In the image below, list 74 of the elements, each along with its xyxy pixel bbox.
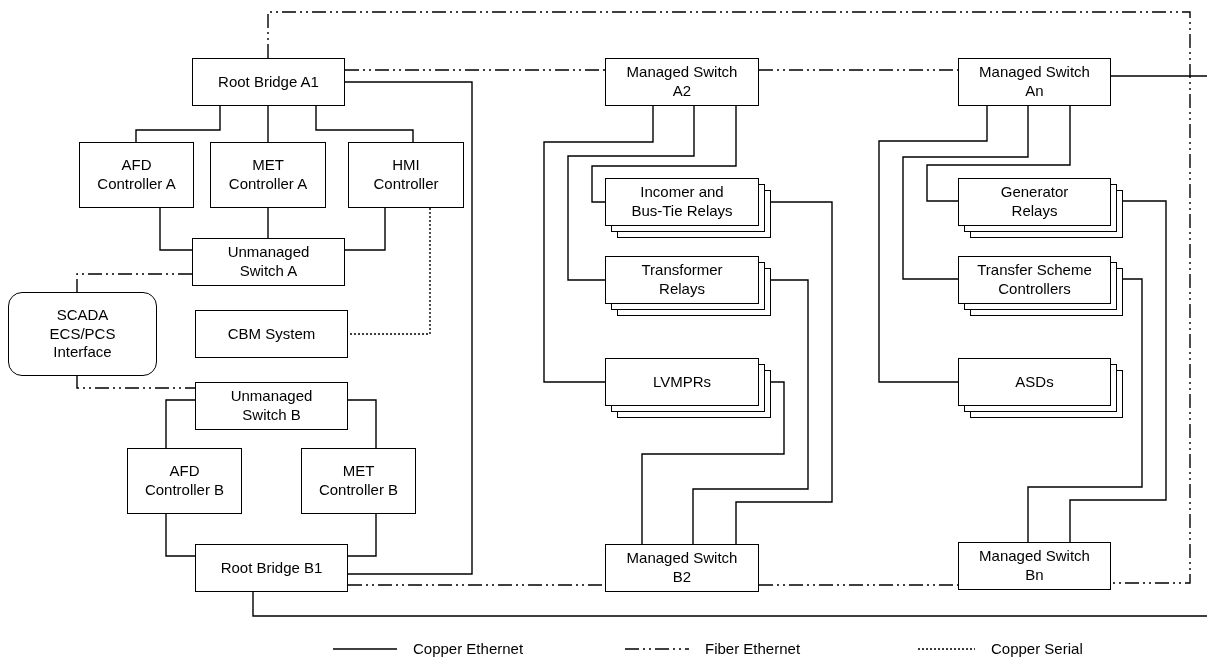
connector-line (165, 513, 196, 557)
connector-line (159, 207, 193, 251)
legend-label: Copper Ethernet (413, 639, 524, 658)
connector-line (267, 105, 269, 143)
stacked-device-box (958, 256, 1123, 316)
node-label: HMI Controller (372, 156, 440, 194)
connector-line (878, 105, 988, 383)
connector-line (567, 105, 695, 281)
node-label: AFD Controller B (143, 462, 226, 500)
node-label: Incomer and Bus-Tie Relays (630, 183, 734, 221)
node-label: AFD Controller A (96, 156, 177, 194)
connector-line (591, 105, 737, 203)
device-box (79, 142, 194, 208)
device-box (605, 58, 759, 106)
node-label: Unmanaged Switch B (229, 387, 314, 425)
node-label: CBM System (227, 324, 316, 344)
connector-line (692, 279, 809, 545)
device-box (958, 58, 1111, 106)
connector-line (926, 105, 1071, 202)
device-box (195, 544, 348, 592)
stacked-device-box (605, 358, 771, 418)
legend-label: Fiber Ethernet (705, 639, 801, 658)
node-label: Managed Switch An (978, 63, 1091, 101)
connector-line (641, 381, 785, 545)
stacked-device-box (958, 358, 1123, 418)
device-box (195, 310, 348, 358)
node-label: Transformer Relays (640, 261, 724, 299)
connector-line (1110, 75, 1207, 77)
connector-line (135, 105, 221, 143)
device-box (301, 448, 416, 514)
connector-line (315, 105, 414, 143)
connector-line (76, 375, 196, 389)
node-label: MET Controller B (317, 462, 400, 500)
connector-line (344, 69, 606, 71)
device-box (127, 448, 242, 514)
device-box (195, 382, 348, 430)
connector-line (543, 105, 654, 383)
node-label: Generator Relays (999, 183, 1070, 221)
device-box (210, 142, 326, 208)
node-label: SCADA ECS/PCS Interface (48, 305, 117, 363)
legend-label: Copper Serial (991, 639, 1083, 658)
interface-box (8, 292, 157, 376)
node-label: Managed Switch Bn (978, 547, 1091, 585)
stacked-device-box (605, 178, 771, 238)
connector-line (1069, 200, 1167, 543)
node-label: ASDs (1015, 372, 1054, 392)
node-label: Transfer Scheme Controllers (976, 261, 1093, 299)
connector-line (344, 207, 386, 251)
connector-line (165, 399, 196, 449)
node-label: Root Bridge A1 (218, 72, 319, 92)
connector-line (347, 513, 377, 557)
connector-line (735, 201, 833, 545)
stacked-device-box (605, 256, 771, 316)
node-label: LVMPRs (652, 372, 712, 392)
connector-line (347, 399, 377, 449)
stacked-device-box (958, 178, 1123, 238)
device-box (605, 544, 759, 592)
node-label: MET Controller A (227, 156, 309, 194)
connector-line (902, 105, 1029, 280)
connector-line (1027, 278, 1143, 543)
node-label: Managed Switch A2 (625, 63, 739, 101)
node-label: Managed Switch B2 (625, 549, 739, 587)
device-box (192, 238, 345, 286)
connector-line (344, 81, 473, 575)
node-label: Unmanaged Switch A (226, 243, 311, 281)
connector-line (347, 207, 431, 335)
connector-line (76, 273, 193, 293)
device-box (348, 142, 464, 208)
node-label: Root Bridge B1 (220, 558, 323, 578)
device-box (958, 542, 1111, 590)
connector-line (252, 591, 1207, 617)
connector-line (267, 207, 269, 239)
device-box (192, 58, 345, 106)
connector-line (267, 11, 1191, 584)
